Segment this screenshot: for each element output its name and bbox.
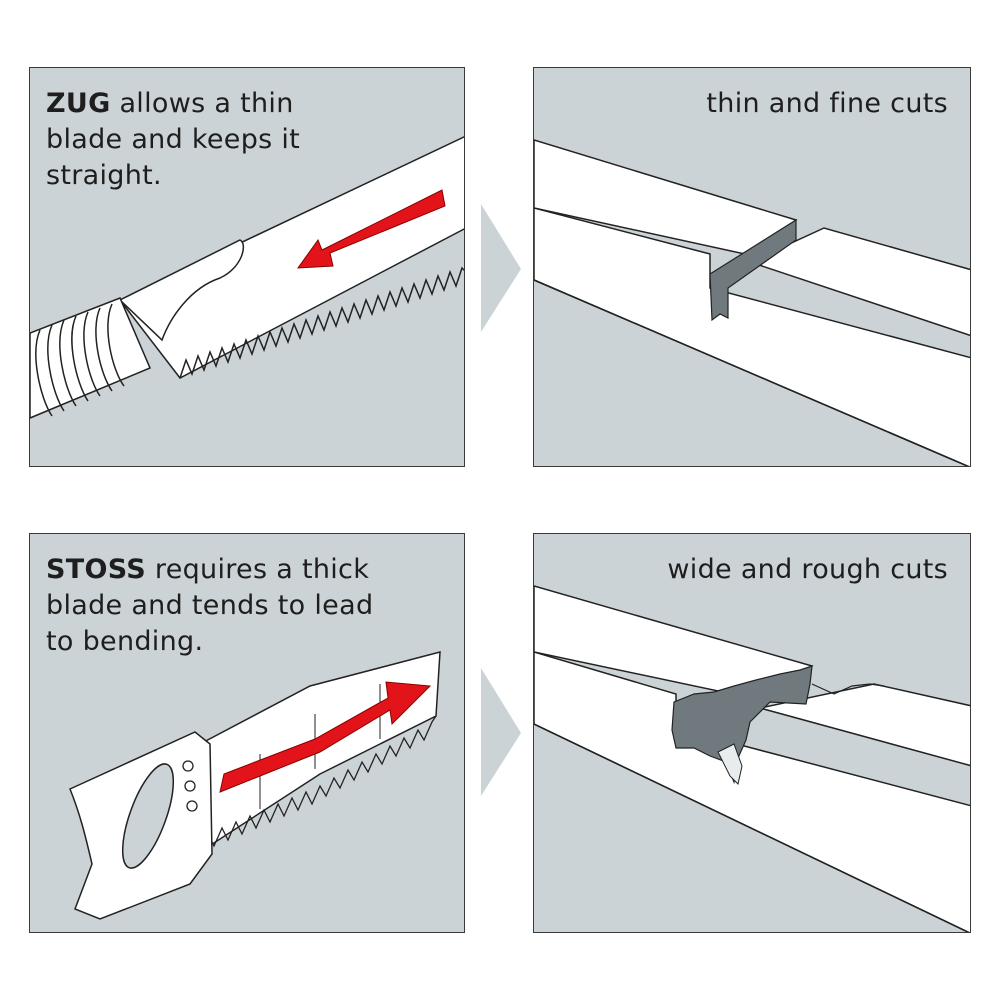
panel-thin-cut: thin and fine cuts	[533, 67, 971, 467]
zug-keyword: ZUG	[46, 88, 111, 119]
stoss-keyword: STOSS	[46, 554, 146, 585]
chevron-right-icon	[481, 668, 521, 796]
chevron-right-icon	[481, 204, 521, 332]
thin-cut-board-illustration	[534, 139, 970, 466]
direction-arrow-icon	[219, 681, 432, 793]
panel-wide-cut: wide and rough cuts	[533, 533, 971, 933]
direction-arrow-icon	[296, 189, 446, 269]
thin-cut-caption: thin and fine cuts	[706, 88, 948, 119]
panel-stoss: STOSS requires a thick blade and tends t…	[29, 533, 465, 933]
stoss-text: requires a thick blade and tends to lead…	[46, 554, 374, 657]
wide-cut-board-illustration	[534, 585, 970, 932]
zug-caption: ZUG allows a thin blade and keeps it str…	[46, 86, 346, 194]
push-saw-icon	[69, 651, 441, 920]
stoss-caption: STOSS requires a thick blade and tends t…	[46, 552, 376, 660]
wide-cut-caption: wide and rough cuts	[667, 554, 948, 585]
pull-saw-icon	[30, 136, 464, 419]
zug-text: allows a thin blade and keeps it straigh…	[46, 88, 301, 191]
panel-zug: ZUG allows a thin blade and keeps it str…	[29, 67, 465, 467]
